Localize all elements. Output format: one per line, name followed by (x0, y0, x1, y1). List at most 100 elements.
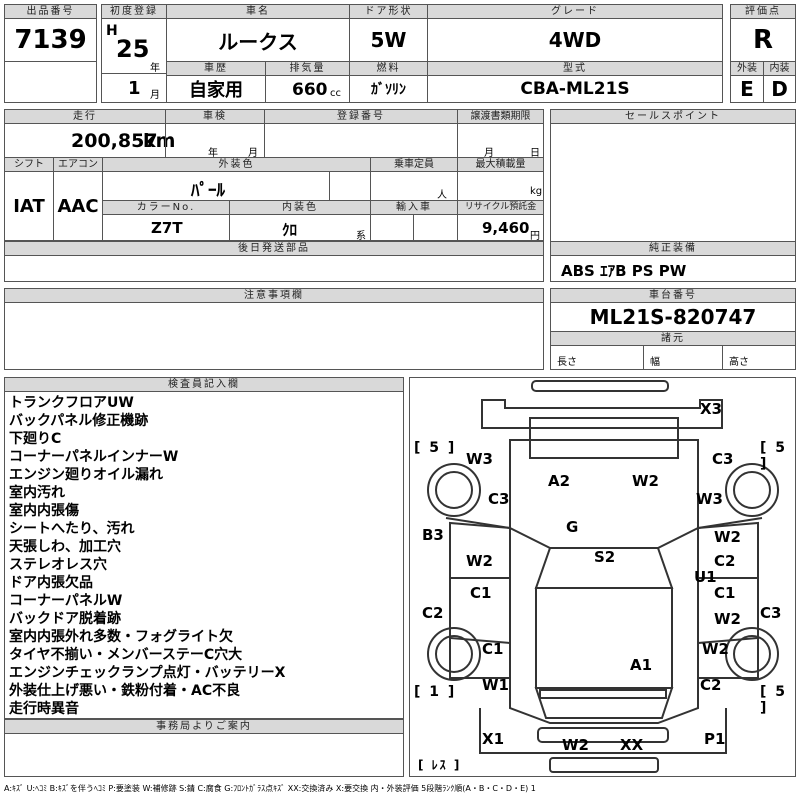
ext-color-value: ﾊﾟｰﾙ (191, 181, 225, 201)
chassis-label: 車台番号 (550, 288, 796, 303)
rear-left-wheel (427, 627, 481, 681)
history-value: 自家用 (166, 75, 266, 103)
tire-front-left: [ 5 ] (414, 440, 457, 456)
import-label: 輸入車 (370, 200, 458, 215)
color-no-box: Z7T (102, 214, 230, 241)
damage-code: C1 (482, 640, 504, 658)
year-value: 25 (116, 35, 150, 63)
inspector-line: 走行時異音 (9, 701, 79, 717)
mileage-label: 走行 (4, 109, 166, 124)
fuel-label: 燃料 (349, 61, 428, 76)
damage-code: C2 (422, 604, 444, 622)
damage-code: C3 (712, 450, 734, 468)
inspector-line: 室内汚れ (9, 485, 65, 501)
damage-code: W3 (466, 450, 493, 468)
damage-code: W2 (702, 640, 729, 658)
damage-code: W2 (714, 610, 741, 628)
damage-code: C3 (488, 490, 510, 508)
model-label: 型式 (427, 61, 723, 76)
lot-number-blank (4, 61, 97, 103)
inspector-line: ステレオレス穴 (9, 557, 107, 573)
spare-tire: [ ﾚｽ ] (418, 758, 462, 772)
transfer-day-unit: 日 (530, 148, 540, 159)
front-right-wheel (725, 463, 779, 517)
displacement-unit: cc (330, 88, 341, 99)
tire-rear-right: [ 5 ] (760, 684, 788, 716)
recycle-unit: 円 (530, 231, 540, 242)
rear-right-wheel (725, 627, 779, 681)
score-value: R (730, 18, 796, 62)
int-grade-label: 内装 (763, 61, 796, 76)
tire-front-right: [ 5 ] (760, 440, 788, 472)
hood (509, 439, 699, 549)
front-bumper (531, 380, 669, 392)
car-name-label: 車名 (166, 4, 350, 19)
lot-number-label: 出品番号 (4, 4, 97, 19)
color-no-label: カラーNo. (102, 200, 230, 215)
notes-box (4, 302, 544, 370)
inspector-line: コーナーパネルW (9, 593, 123, 609)
sales-point-box (550, 123, 796, 242)
rear-panel (479, 708, 727, 754)
damage-code: C1 (470, 584, 492, 602)
rear-grille-strip (539, 689, 667, 699)
office-box (4, 733, 404, 777)
sales-point-label: セールスポイント (550, 109, 796, 124)
inspector-line: コーナーパネルインナーW (9, 449, 179, 465)
displacement-box: 660 cc (265, 75, 350, 103)
recycle-box: 9,460 円 (457, 214, 544, 242)
car-outline-svg (427, 380, 779, 773)
door-value: 5W (349, 18, 428, 62)
transfer-box: 月 日 (457, 123, 544, 159)
int-color-label: 内装色 (229, 200, 371, 215)
inspector-label: 検査員記入欄 (4, 377, 404, 392)
mileage-value: 200,857 (71, 130, 158, 152)
displacement-value: 660 (292, 80, 328, 100)
capacity-label: 乗車定員 (370, 157, 458, 172)
lot-number-value: 7139 (4, 18, 97, 62)
height-box: 高さ (722, 345, 796, 370)
damage-code: S2 (594, 548, 616, 566)
damage-code: W2 (632, 472, 659, 490)
inspector-line: ドア内張欠品 (9, 575, 93, 591)
first-reg-year-box: H 25 年 (101, 18, 167, 74)
ext-color-extra (329, 171, 371, 201)
damage-code: X1 (482, 730, 505, 748)
displacement-label: 排気量 (265, 61, 350, 76)
front-left-wheel (427, 463, 481, 517)
office-label: 事務局よりご案内 (4, 719, 404, 734)
int-color-value: ｸﾛ (282, 221, 298, 239)
import-box-b (413, 214, 458, 241)
damage-code: W2 (466, 552, 493, 570)
factory-equip-box: ABS ｴｱB PS PW (550, 255, 796, 282)
year-unit: 年 (150, 63, 160, 74)
height-label: 高さ (729, 357, 749, 368)
later-parts-box (4, 255, 544, 282)
damage-code: XX (620, 736, 644, 754)
month-unit: 月 (150, 90, 160, 101)
inspector-line: 外装仕上げ悪い・鉄粉付着・AC不良 (9, 683, 241, 699)
shift-value: IAT (4, 171, 54, 241)
reg-no-label: 登録番号 (264, 109, 458, 124)
rear-step (549, 757, 659, 773)
int-color-box: ｸﾛ 系 (229, 214, 371, 242)
tire-rear-left: [ 1 ] (414, 684, 457, 700)
color-no-value: Z7T (151, 219, 183, 237)
inspection-year-unit: 年 (208, 148, 218, 159)
damage-code: X3 (700, 400, 723, 418)
month-value: 1 (128, 78, 141, 99)
inspection-label: 車検 (165, 109, 265, 124)
transfer-month-unit: 月 (484, 148, 494, 159)
inspector-line: バックドア脱着跡 (9, 611, 121, 627)
notes-label: 注意事項欄 (4, 288, 544, 303)
capacity-unit: 人 (437, 190, 447, 201)
max-load-label: 最大積載量 (457, 157, 544, 172)
damage-code: B3 (422, 526, 444, 544)
later-parts-label: 後日発送部品 (4, 241, 544, 256)
inspector-line: バックパネル修正機跡 (9, 413, 149, 429)
inspection-box: 年 月 (165, 123, 265, 159)
length-box: 長さ (550, 345, 644, 370)
damage-code: G (566, 518, 579, 536)
fuel-value: ｶﾞｿﾘﾝ (349, 75, 428, 103)
